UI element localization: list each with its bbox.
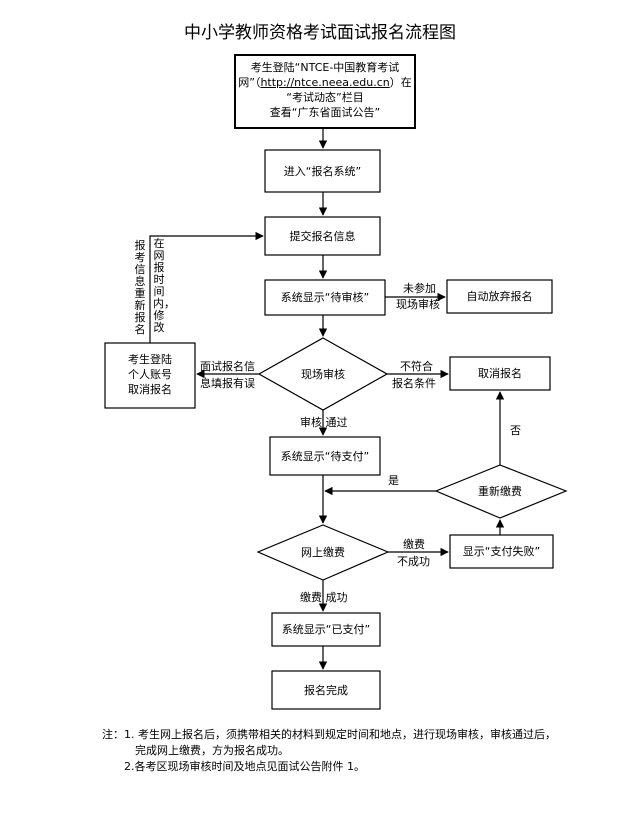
edge-not-attend-line2: 现场审核	[396, 298, 440, 311]
edge-pay-success: 缴费 成功	[300, 591, 348, 604]
edge-yes: 是	[388, 474, 399, 487]
start-line1: 考生登陆“NTCE-中国教育考试	[250, 61, 400, 74]
pending-payment-label: 系统显示“待支付”	[280, 450, 370, 463]
edge-pay-fail-line2: 不成功	[397, 555, 430, 568]
complete-label: 报名完成	[304, 684, 348, 697]
payment-failed-box	[449, 534, 554, 569]
login-cancel-line2: 个人账号	[128, 368, 172, 381]
start-line4: 查看“广东省面试公告”	[269, 106, 381, 119]
edge-info-error-line1: 面试报名信	[200, 360, 255, 373]
online-payment-label: 网上缴费	[301, 546, 345, 559]
notes-prefix: 注：	[102, 728, 124, 741]
edge-not-attend-line1: 未参加	[403, 282, 436, 295]
start-box	[234, 54, 416, 129]
start-line2-pre: 网”（	[238, 76, 261, 89]
page-title: 中小学教师资格考试面试报名流程图	[184, 23, 456, 43]
ntce-link[interactable]: http://ntce.neea.edu.cn	[260, 76, 390, 89]
login-cancel-line3: 取消报名	[128, 383, 172, 396]
payment-failed-label: 显示“支付失败”	[462, 545, 541, 558]
pending-payment-box	[269, 436, 381, 476]
paid-label: 系统显示“已支付”	[281, 623, 371, 636]
edge-within-time: 在网报时间内，修改	[153, 237, 175, 334]
edge-re-register: 报考信息重新报名	[134, 239, 146, 336]
complete-box	[271, 670, 381, 710]
repay-label: 重新缴费	[478, 485, 522, 498]
auto-cancel-box	[446, 279, 553, 314]
notes-item2: 2.各考区现场审核时间及地点见面试公告附件 1。	[124, 760, 365, 773]
cancel-reg-label: 取消报名	[478, 367, 522, 380]
edge-not-meet-line1: 不符合	[400, 360, 433, 373]
notes-item1-line1: 1. 考生网上报名后，须携带相关的材料到规定时间和地点，进行现场审核，审核通过后…	[124, 728, 556, 741]
edge-no: 否	[510, 424, 521, 437]
start-box-text: 考生登陆“NTCE-中国教育考试 网”（http://ntce.neea.edu…	[235, 60, 415, 120]
notes-item1-line2: 完成网上缴费，方为报名成功。	[135, 744, 289, 757]
onsite-review-label: 现场审核	[301, 368, 345, 381]
edge-review-passed: 审核 通过	[300, 416, 348, 429]
start-line2-post: ）在	[389, 76, 412, 89]
edge-info-error-line2: 息填报有误	[200, 377, 255, 390]
start-line3: “考试动态”栏目	[286, 91, 364, 104]
enter-system-label: 进入“报名系统”	[283, 165, 362, 178]
login-cancel-line1: 考生登陆	[128, 353, 172, 366]
edge-pay-fail-line1: 缴费	[403, 538, 425, 551]
login-cancel-text: 考生登陆 个人账号 取消报名	[105, 352, 195, 397]
repay-diamond	[434, 464, 568, 519]
paid-box	[271, 612, 381, 647]
submit-info-label: 提交报名信息	[289, 230, 356, 243]
cancel-reg-box	[449, 356, 551, 391]
start-line2: 网”（http://ntce.neea.edu.cn）在	[235, 75, 415, 90]
auto-cancel-label: 自动放弃报名	[466, 290, 533, 303]
edge-not-meet-line2: 报名条件	[392, 377, 436, 390]
pending-review-label: 系统显示“待审核”	[280, 291, 370, 304]
